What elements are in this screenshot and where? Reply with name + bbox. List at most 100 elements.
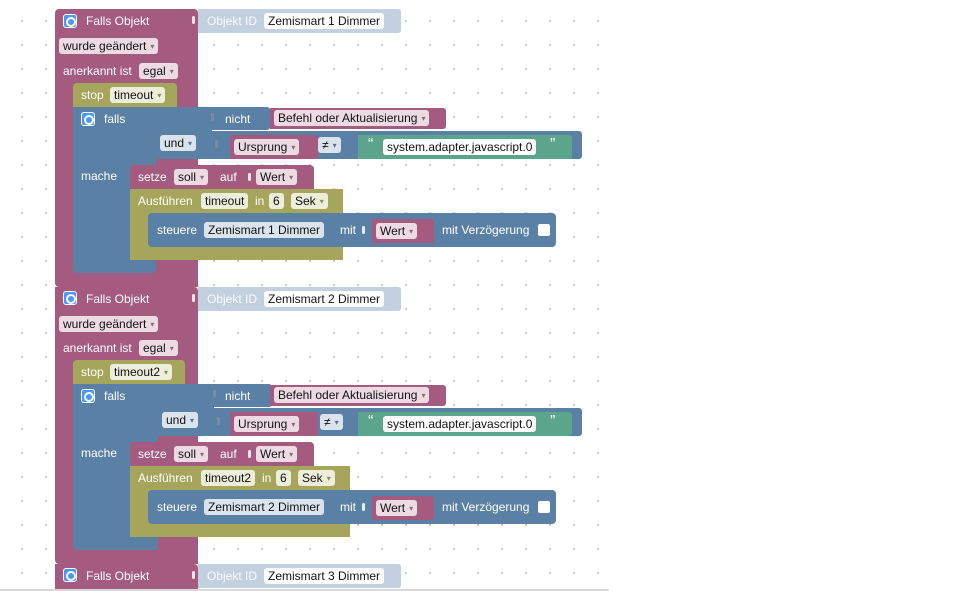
ausfuehren-label: Ausführen xyxy=(138,194,193,208)
steuere-label: steuere xyxy=(157,500,198,514)
value-dropdown[interactable]: Wert▾ xyxy=(376,500,418,516)
chevron-down-icon: ▾ xyxy=(319,197,324,206)
delay-checkbox[interactable] xyxy=(538,224,550,236)
logic-operator-dropdown[interactable]: und▾ xyxy=(162,412,199,428)
stop-label: stop xyxy=(81,88,104,102)
falls-label: falls xyxy=(104,112,126,126)
event-type-block-2[interactable]: Befehl oder Aktualisierung▾ xyxy=(270,385,446,406)
object-id-block-2[interactable]: Objekt ID Zemismart 2 Dimmer xyxy=(198,287,401,311)
delay-field[interactable]: 6 xyxy=(276,470,291,486)
objekt-id-label: Objekt ID xyxy=(207,292,258,306)
object-id-block-1[interactable]: Objekt ID Zemismart 1 Dimmer xyxy=(198,9,401,33)
chevron-down-icon: ▾ xyxy=(200,450,205,459)
object-name-field[interactable]: Zemismart 1 Dimmer xyxy=(204,222,325,238)
object-id-field[interactable]: Zemismart 3 Dimmer xyxy=(264,568,385,584)
mache-label: mache xyxy=(81,446,118,460)
comparison-operator-dropdown[interactable]: ≠▾ xyxy=(318,137,341,153)
stop-timeout-block-1[interactable]: stop timeout▾ xyxy=(73,83,177,107)
set-block-2[interactable]: setze soll▾ auf Wert▾ xyxy=(130,442,314,466)
gear-icon[interactable] xyxy=(63,568,77,582)
setze-label: setze xyxy=(138,170,167,184)
time-unit-dropdown[interactable]: Sek▾ xyxy=(291,193,328,209)
input-connector xyxy=(217,417,220,425)
not-block-2[interactable]: nicht xyxy=(213,384,272,407)
input-connector xyxy=(362,503,365,511)
quote-close: ” xyxy=(550,413,556,430)
nicht-label: nicht xyxy=(225,389,251,403)
gear-icon[interactable] xyxy=(81,389,95,403)
mache-label: mache xyxy=(81,169,118,183)
input-connector xyxy=(211,113,214,121)
value-dropdown[interactable]: Wert▾ xyxy=(376,223,418,239)
mit-verzoegerung-label: mit Verzögerung xyxy=(442,223,530,237)
chevron-down-icon: ▾ xyxy=(188,139,193,148)
logic-operator-dropdown[interactable]: und▾ xyxy=(160,135,197,151)
source-dropdown[interactable]: Ursprung▾ xyxy=(234,139,300,155)
source-block-1[interactable]: Ursprung▾ xyxy=(230,135,318,159)
delay-checkbox[interactable] xyxy=(538,501,550,513)
source-block-2[interactable]: Ursprung▾ xyxy=(230,412,318,436)
objekt-id-label: Objekt ID xyxy=(207,569,258,583)
input-connector xyxy=(362,226,365,234)
and-block-1[interactable]: und▾ xyxy=(156,107,212,159)
time-unit-dropdown[interactable]: Sek▾ xyxy=(298,470,335,486)
text-block-2[interactable]: “ system.adapter.javascript.0 ” xyxy=(358,412,572,436)
object-id-field[interactable]: Zemismart 1 Dimmer xyxy=(264,13,385,29)
timeout-variable-dropdown[interactable]: timeout2▾ xyxy=(110,364,173,380)
auf-label: auf xyxy=(220,447,237,461)
timeout-variable-dropdown[interactable]: timeout▾ xyxy=(110,87,166,103)
setze-label: setze xyxy=(138,447,167,461)
chevron-down-icon: ▾ xyxy=(164,368,169,377)
event-type-dropdown[interactable]: Befehl oder Aktualisierung▾ xyxy=(274,387,430,403)
trigger-dropdown[interactable]: wurde geändert▾ xyxy=(59,38,159,54)
event-type-block-1[interactable]: Befehl oder Aktualisierung▾ xyxy=(270,108,446,129)
value-block-1[interactable]: Wert▾ xyxy=(372,219,434,243)
control-block-1[interactable]: steuere Zemismart 1 Dimmer mit mit Verzö… xyxy=(148,213,556,247)
quote-open: “ xyxy=(368,136,374,153)
state-dropdown[interactable]: soll▾ xyxy=(174,169,209,185)
auf-label: auf xyxy=(220,170,237,184)
event-block-3[interactable]: Falls Objekt xyxy=(55,564,198,589)
source-dropdown[interactable]: Ursprung▾ xyxy=(234,416,300,432)
trigger-dropdown[interactable]: wurde geändert▾ xyxy=(59,316,159,332)
object-id-block-3[interactable]: Objekt ID Zemismart 3 Dimmer xyxy=(198,564,401,588)
set-block-1[interactable]: setze soll▾ auf Wert▾ xyxy=(130,165,314,189)
blockly-workspace[interactable]: Falls Objekt wurde geändert▾ anerkannt i… xyxy=(0,0,608,589)
chevron-down-icon: ▾ xyxy=(169,344,174,353)
chevron-down-icon: ▾ xyxy=(421,114,426,123)
chevron-down-icon: ▾ xyxy=(157,91,162,100)
object-name-field[interactable]: Zemismart 2 Dimmer xyxy=(204,499,325,515)
in-label: in xyxy=(262,471,272,485)
stop-timeout-block-2[interactable]: stop timeout2▾ xyxy=(73,360,185,384)
gear-icon[interactable] xyxy=(63,14,77,28)
gear-icon[interactable] xyxy=(63,291,77,305)
nicht-label: nicht xyxy=(225,112,251,126)
falls-objekt-label: Falls Objekt xyxy=(86,14,150,28)
ack-dropdown[interactable]: egal▾ xyxy=(139,340,178,356)
chevron-down-icon: ▾ xyxy=(289,173,294,182)
object-id-field[interactable]: Zemismart 2 Dimmer xyxy=(264,291,385,307)
value-block-2[interactable]: Wert▾ xyxy=(372,496,434,520)
value-dropdown[interactable]: Wert▾ xyxy=(256,446,298,462)
adapter-text-field[interactable]: system.adapter.javascript.0 xyxy=(383,139,537,155)
adapter-text-field[interactable]: system.adapter.javascript.0 xyxy=(383,416,537,432)
delay-field[interactable]: 6 xyxy=(269,193,284,209)
workspace-border xyxy=(0,589,609,591)
input-connector xyxy=(248,173,251,181)
value-dropdown[interactable]: Wert▾ xyxy=(256,169,298,185)
control-block-2[interactable]: steuere Zemismart 2 Dimmer mit mit Verzö… xyxy=(148,490,556,524)
comparison-operator-dropdown[interactable]: ≠▾ xyxy=(320,414,343,430)
event-type-dropdown[interactable]: Befehl oder Aktualisierung▾ xyxy=(274,110,430,126)
quote-open: “ xyxy=(368,413,374,430)
input-connector xyxy=(213,390,216,398)
chevron-down-icon: ▾ xyxy=(409,227,414,236)
timeout-name-field[interactable]: timeout2 xyxy=(201,470,256,486)
not-block-1[interactable]: nicht xyxy=(211,107,270,130)
quote-close: ” xyxy=(550,136,556,153)
and-block-2[interactable]: und▾ xyxy=(158,384,214,436)
text-block-1[interactable]: “ system.adapter.javascript.0 ” xyxy=(358,135,572,159)
ack-dropdown[interactable]: egal▾ xyxy=(139,63,178,79)
timeout-name-field[interactable]: timeout xyxy=(201,193,249,209)
state-dropdown[interactable]: soll▾ xyxy=(174,446,209,462)
gear-icon[interactable] xyxy=(81,112,95,126)
